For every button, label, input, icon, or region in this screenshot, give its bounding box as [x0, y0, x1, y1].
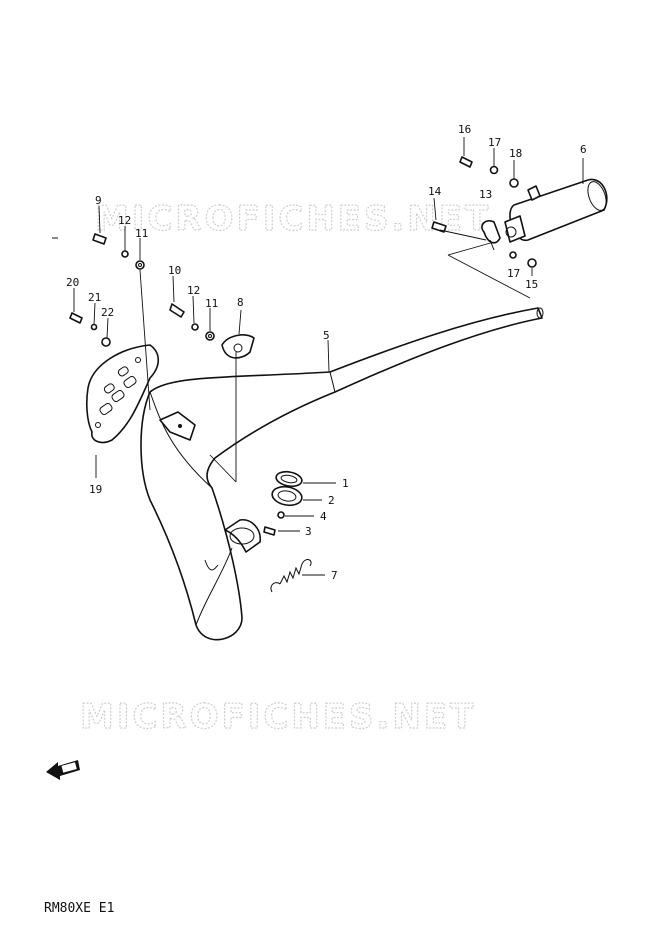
heat-guard[interactable]	[86, 344, 160, 444]
callout-4: 4	[320, 510, 327, 523]
leader-lines	[73, 137, 584, 576]
mounting-bracket[interactable]	[221, 334, 255, 359]
callout-15: 15	[525, 278, 538, 291]
callout-17-lower: 17	[507, 267, 520, 280]
callout-21: 21	[88, 291, 101, 304]
callout-labels: 1 2 3 4 5 6 7 8 9 10 11 11 12 12 13 14 1…	[66, 123, 587, 582]
callout-14: 14	[428, 185, 442, 198]
callout-7: 7	[331, 569, 338, 582]
callout-6: 6	[580, 143, 587, 156]
gasket-2[interactable]	[271, 485, 304, 508]
spring[interactable]	[270, 559, 312, 593]
callout-18: 18	[509, 147, 522, 160]
callout-17-upper: 17	[488, 136, 501, 149]
callout-13: 13	[479, 188, 492, 201]
callout-11-lower: 11	[205, 297, 218, 310]
callout-8: 8	[237, 296, 244, 309]
watermark-bottom: MICROFICHES.NET	[80, 697, 476, 737]
fasteners	[69, 156, 537, 536]
callout-1: 1	[342, 477, 349, 490]
callout-22: 22	[101, 306, 114, 319]
callout-12-upper: 12	[118, 214, 131, 227]
callout-19: 19	[89, 483, 102, 496]
front-direction-arrow-icon	[46, 760, 80, 780]
clamp[interactable]	[481, 220, 501, 251]
callout-16: 16	[458, 123, 471, 136]
callout-5: 5	[323, 329, 330, 342]
gasket-1[interactable]	[275, 470, 303, 488]
callout-3: 3	[305, 525, 312, 538]
callout-10: 10	[168, 264, 181, 277]
exhaust-pipe[interactable]	[140, 307, 544, 641]
diagram-code: RM80XE E1	[44, 901, 114, 916]
callout-11-upper: 11	[135, 227, 148, 240]
callout-2: 2	[328, 494, 335, 507]
callout-12-lower: 12	[187, 284, 200, 297]
callout-9: 9	[95, 194, 102, 207]
silencer[interactable]	[504, 178, 610, 243]
callout-20: 20	[66, 276, 79, 289]
watermark-top: MICROFICHES.NET	[95, 199, 491, 239]
